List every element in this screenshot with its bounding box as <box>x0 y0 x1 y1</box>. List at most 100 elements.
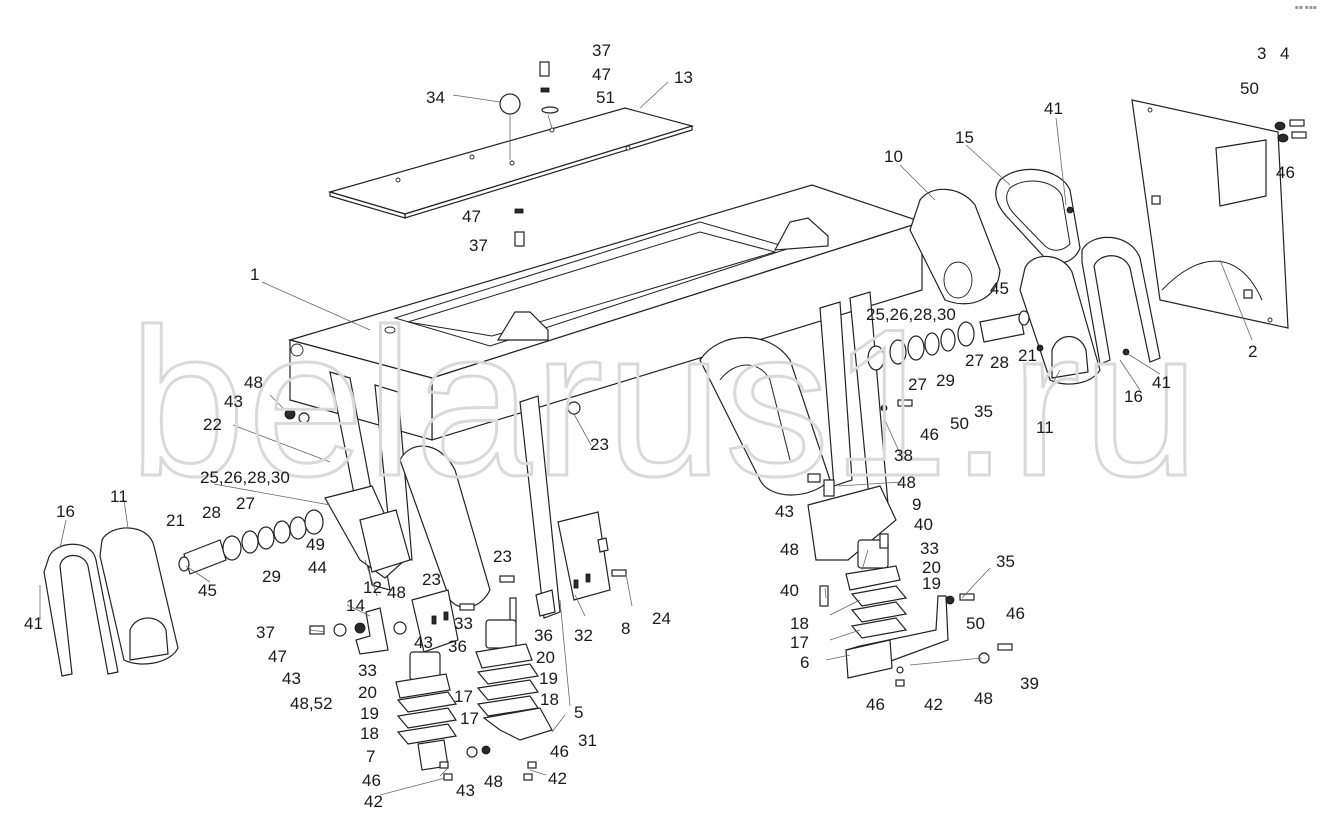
callout: 22 <box>203 415 222 434</box>
callout: 17 <box>790 633 809 652</box>
callout: 43 <box>224 392 243 411</box>
callout: 19 <box>922 574 941 593</box>
left-mount-stack <box>395 651 458 781</box>
callout: 31 <box>578 731 597 750</box>
callout: 40 <box>780 581 799 600</box>
callout: 38 <box>894 446 913 465</box>
callout: 21 <box>1018 346 1037 365</box>
rear-plate-fasteners <box>1274 119 1307 143</box>
callout: 29 <box>936 371 955 390</box>
callout: 36 <box>448 637 467 656</box>
right-mount-assembly <box>807 485 1013 687</box>
callout: 17 <box>460 709 479 728</box>
callout: 34 <box>426 88 445 107</box>
callout: 11 <box>1036 418 1054 437</box>
callout: 25,26,28,30 <box>866 305 956 324</box>
callout: 50 <box>950 414 969 433</box>
callout: 35 <box>974 402 993 421</box>
callout: 48 <box>780 540 799 559</box>
callout: 44 <box>308 558 327 577</box>
callout: 23 <box>590 435 609 454</box>
callout: 37 <box>256 623 275 642</box>
callout: 20 <box>358 683 377 702</box>
cover-16-right <box>1081 236 1161 365</box>
callout: 45 <box>990 279 1009 298</box>
callout: 6 <box>800 653 809 672</box>
callout: 14 <box>346 596 365 615</box>
cover-plate <box>327 107 695 219</box>
callout: 42 <box>364 792 383 811</box>
callout: 39 <box>1020 674 1039 693</box>
callout: 4 <box>1280 44 1289 63</box>
corner-mark: ▪▪ ▪▪▪ <box>1294 4 1317 11</box>
callout: 20 <box>922 558 941 577</box>
callout: 27 <box>908 375 927 394</box>
callout: 43 <box>456 781 475 800</box>
callout: 29 <box>262 567 281 586</box>
callout: 41 <box>24 614 43 633</box>
callout: 46 <box>550 742 569 761</box>
callout: 49 <box>306 535 325 554</box>
callout: 25,26,28,30 <box>200 468 290 487</box>
left-shaft-assembly <box>178 509 324 575</box>
callout: 8 <box>621 619 630 638</box>
callout: 37 <box>469 236 488 255</box>
callout: 13 <box>674 68 693 87</box>
cover-11-left <box>99 527 179 665</box>
callout: 7 <box>366 747 375 766</box>
callout: 18 <box>790 614 809 633</box>
callout: 48,52 <box>290 694 333 713</box>
callout: 48 <box>974 689 993 708</box>
part-32-36 <box>509 589 556 623</box>
callout: 21 <box>166 511 185 530</box>
callout: 43 <box>775 502 794 521</box>
watermark: belarus1.ru <box>127 284 1202 522</box>
cover-16-left <box>43 543 119 677</box>
callout: 23 <box>422 570 441 589</box>
callout: 47 <box>268 647 287 666</box>
bracket-14 <box>309 607 407 655</box>
callout: 19 <box>539 669 558 688</box>
callout: 17 <box>454 687 473 706</box>
callout: 50 <box>966 614 985 633</box>
callout: 35 <box>996 552 1015 571</box>
cover-fasteners <box>499 61 559 247</box>
callout: 41 <box>1152 373 1171 392</box>
callout: 46 <box>1006 604 1025 623</box>
callout: 16 <box>56 502 75 521</box>
callout: 47 <box>592 65 611 84</box>
main-frame <box>287 184 924 619</box>
callout: 40 <box>914 515 933 534</box>
callout: 51 <box>596 88 615 107</box>
callout: 37 <box>592 41 611 60</box>
callout: 48 <box>897 473 916 492</box>
callout: 10 <box>884 147 903 166</box>
plate-8 <box>557 511 611 601</box>
watermark-text: belarus1.ru <box>129 285 1202 520</box>
callout: 15 <box>955 128 974 147</box>
callout: 9 <box>912 495 921 514</box>
callout-labels: 37 47 51 34 13 47 37 1 10 15 41 3 4 50 4… <box>24 41 1295 811</box>
callout: 46 <box>920 425 939 444</box>
callout: 43 <box>414 633 433 652</box>
callout: 27 <box>236 494 255 513</box>
callout: 48 <box>484 772 503 791</box>
callout: 33 <box>358 661 377 680</box>
plate-12 <box>411 589 459 653</box>
callout: 5 <box>574 703 583 722</box>
callout: 33 <box>454 614 473 633</box>
callout: 18 <box>540 690 559 709</box>
callout: 18 <box>360 724 379 743</box>
callout: 43 <box>282 669 301 688</box>
callout: 19 <box>360 704 379 723</box>
callout: 41 <box>1044 99 1063 118</box>
callout: 28 <box>990 353 1009 372</box>
callout: 48 <box>387 583 406 602</box>
cover-11-right <box>1019 255 1101 385</box>
callout: 32 <box>574 626 593 645</box>
callout: 46 <box>866 695 885 714</box>
callout: 23 <box>493 547 512 566</box>
right-shaft-assembly <box>867 310 1030 371</box>
